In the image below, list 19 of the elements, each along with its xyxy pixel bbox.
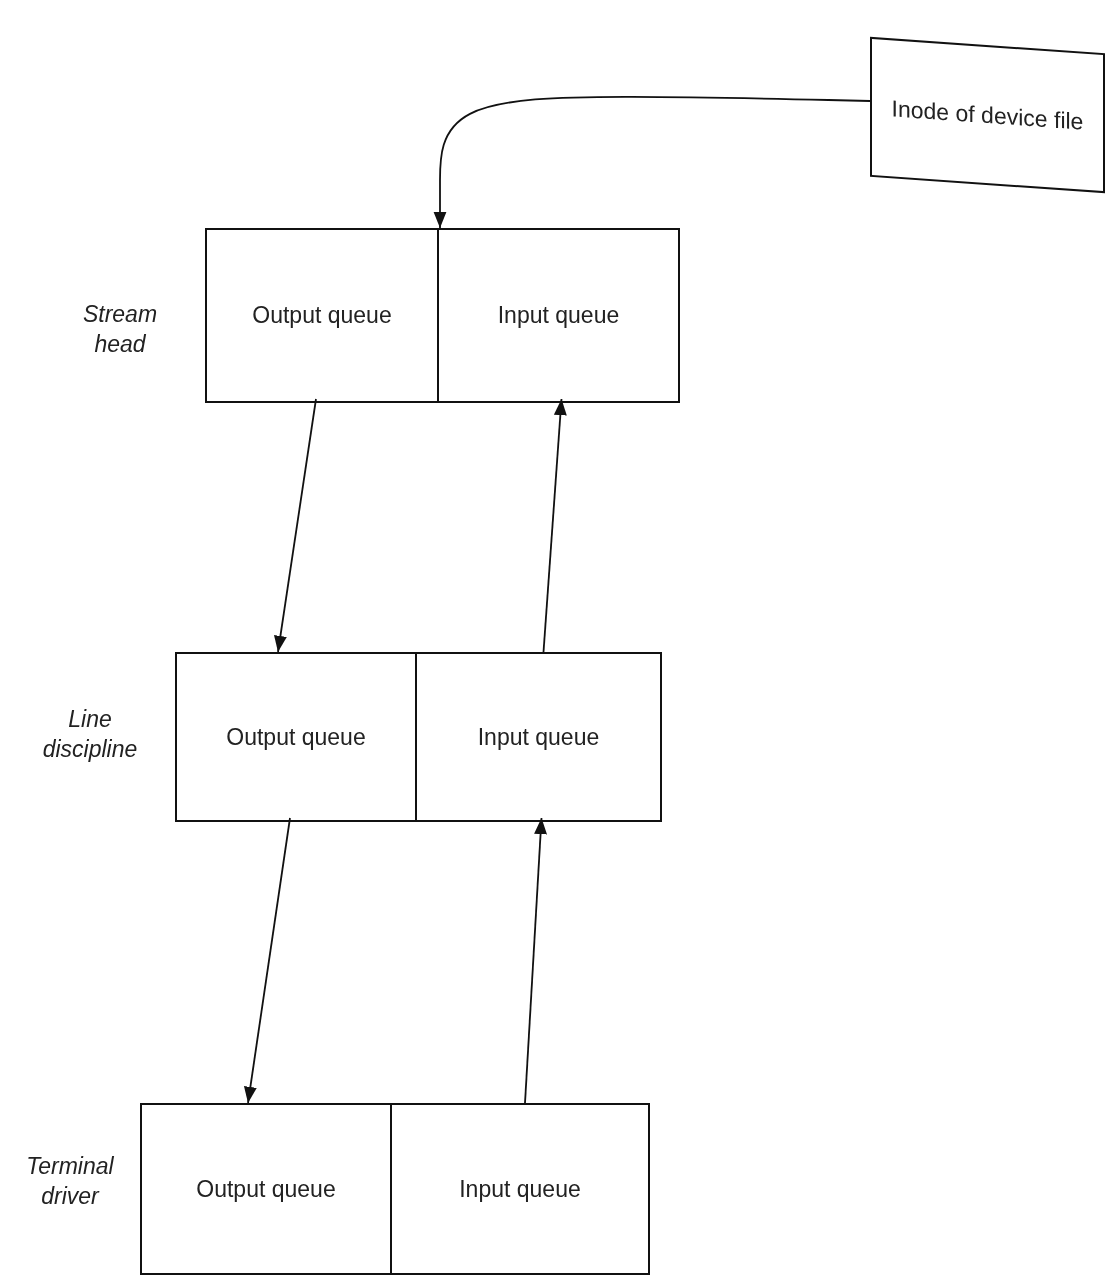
stream-module-box	[140, 1103, 650, 1275]
node-label: Input queue	[477, 722, 600, 752]
layer-label: Terminal driver	[25, 1152, 115, 1211]
layer-label: Line discipline	[41, 705, 139, 764]
arrow	[542, 398, 567, 653]
node-label: Output queue	[196, 1174, 336, 1204]
arrow	[524, 817, 548, 1104]
node-label: Inode of device file	[891, 93, 1084, 137]
arrow	[243, 817, 291, 1104]
layer-label: Stream head	[81, 300, 159, 359]
process-box	[870, 36, 1105, 194]
stream-module-box	[175, 652, 662, 822]
node-label: Output queue	[226, 722, 366, 752]
node-label: Input queue	[497, 301, 620, 330]
node-label: Input queue	[459, 1174, 581, 1204]
arrow	[433, 95, 871, 229]
arrow	[274, 398, 317, 653]
node-label: Output queue	[252, 301, 392, 330]
stream-module-box	[205, 228, 680, 403]
